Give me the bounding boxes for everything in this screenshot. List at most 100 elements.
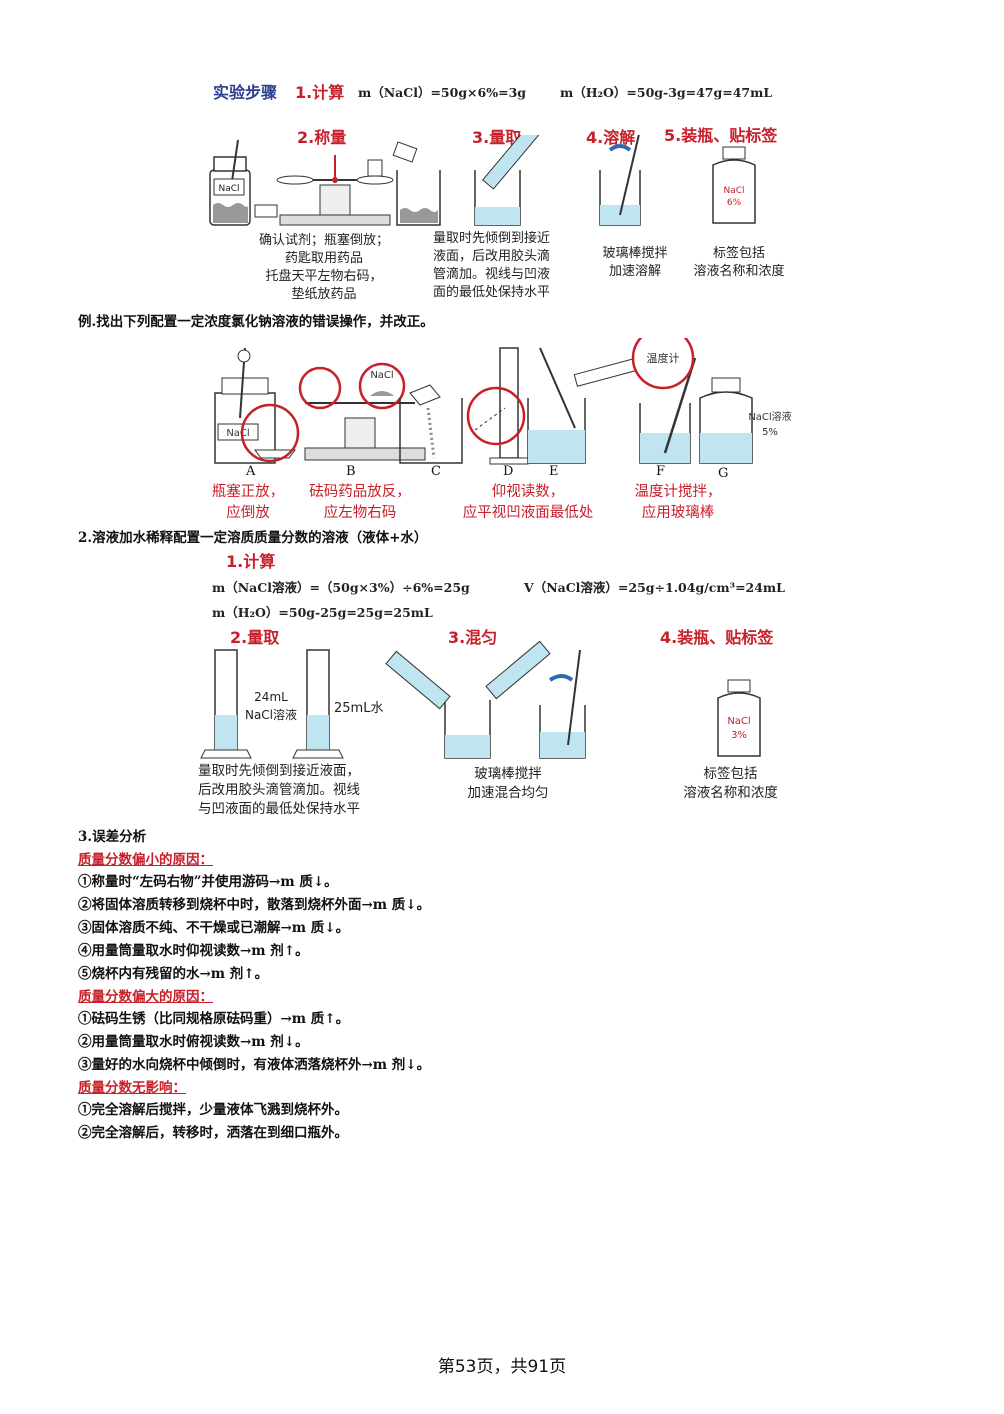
caption-line: 托盘天平左物右码， bbox=[265, 269, 383, 284]
small-item-5: ⑤烧杯内有残留的水→m 剂↑。 bbox=[78, 966, 269, 982]
small-item-2: ②将固体溶质转移到烧杯中时，散落到烧杯外面→m 质↓。 bbox=[78, 897, 431, 913]
fix-line: 应左物右码 bbox=[323, 505, 397, 521]
figure-g-pct: 5% bbox=[762, 427, 778, 438]
bottle-label-name: NaCl bbox=[723, 186, 744, 196]
caption-line: 标签包括 bbox=[703, 766, 758, 782]
weigh-caption: 确认试剂；瓶塞倒放； 药匙取用药品 托盘天平左物右码， 垫纸放药品 bbox=[250, 232, 398, 304]
none-item-2: ②完全溶解后，转移时，洒落在到细口瓶外。 bbox=[78, 1125, 348, 1141]
cylinder-1-icon bbox=[200, 649, 252, 759]
example-illustration: NaCl NaCl 温度计 bbox=[214, 338, 792, 465]
cylinder-1-label: 24mL NaCl溶液 bbox=[238, 688, 304, 724]
caption-line: 溶液名称和浓度 bbox=[683, 785, 778, 801]
label-line: NaCl溶液 bbox=[244, 708, 298, 722]
step-calc: 1.计算 bbox=[295, 83, 345, 102]
caption-line: 面的最低处保持水平 bbox=[433, 285, 551, 300]
section3-title: 3.误差分析 bbox=[78, 829, 147, 845]
caption-line: 量取时先倾倒到接近 bbox=[433, 231, 551, 246]
equation-nacl: m（NaCl）=50g×6%=3g bbox=[358, 85, 527, 100]
mix-icon bbox=[385, 640, 586, 759]
section2-bottle: 4.装瓶、贴标签 bbox=[660, 628, 774, 647]
step-weigh: 2.称量 bbox=[297, 128, 347, 147]
fix-line: 温度计搅拌， bbox=[634, 484, 722, 500]
figure-a-label: NaCl bbox=[226, 428, 249, 439]
caption-line: 量取时先倾倒到接近液面， bbox=[198, 763, 360, 779]
caption-line: 加速溶解 bbox=[608, 264, 661, 279]
equation-h2o: m（H₂O）=50g-3g=47g=47mL bbox=[560, 85, 773, 100]
section2-measure: 2.量取 bbox=[230, 628, 280, 647]
bottle-icon: NaCl 6% bbox=[712, 146, 756, 224]
cylinder-2-label: 25mL水 bbox=[334, 701, 384, 716]
letter-a: A bbox=[246, 464, 256, 479]
caption-line: 后改用胶头滴管滴加。视线 bbox=[198, 782, 360, 798]
bottle-3pct-pct: 3% bbox=[731, 730, 747, 741]
measure-caption: 量取时先倾倒到接近 液面，后改用胶头滴 管滴加。视线与凹液 面的最低处保持水平 bbox=[433, 230, 550, 302]
figure-g-label: NaCl溶液 bbox=[748, 410, 791, 423]
fix-d: 仰视读数， 应平视凹液面最低处 bbox=[448, 482, 608, 524]
dissolve-icon bbox=[599, 135, 641, 226]
section2-mix-caption: 玻璃棒搅拌 加速混合均匀 bbox=[448, 765, 568, 803]
figure-d-icon bbox=[466, 347, 529, 465]
reagent-label: NaCl bbox=[218, 184, 239, 194]
section2-eq2: V（NaCl溶液）=25g÷1.04g/cm³=24mL bbox=[524, 580, 785, 595]
fix-line: 应平视凹液面最低处 bbox=[462, 505, 594, 521]
caption-line: 管滴加。视线与凹液 bbox=[433, 267, 551, 282]
figure-b-label: NaCl bbox=[370, 370, 393, 381]
bottle-3pct-name: NaCl bbox=[727, 716, 750, 727]
small-item-3: ③固体溶质不纯、不干燥或已潮解→m 质↓。 bbox=[78, 920, 350, 936]
dissolve-caption: 玻璃棒搅拌 加速溶解 bbox=[590, 245, 680, 281]
fix-f: 温度计搅拌， 应用玻璃棒 bbox=[618, 482, 738, 524]
none-title: 质量分数无影响： bbox=[78, 1080, 186, 1096]
small-item-1: ①称量时“左码右物”并使用游码→m 质↓。 bbox=[78, 874, 338, 890]
figure-e-icon bbox=[527, 347, 636, 464]
section2-eq3: m（H₂O）=50g-25g=25g=25mL bbox=[212, 605, 433, 620]
large-item-3: ③量好的水向烧杯中倾倒时，有液体洒落烧杯外→m 剂↓。 bbox=[78, 1057, 431, 1073]
figure-f-icon: 温度计 bbox=[631, 338, 697, 464]
caption-line: 垫纸放药品 bbox=[291, 287, 357, 302]
small-title: 质量分数偏小的原因： bbox=[78, 852, 213, 868]
fix-line: 应倒放 bbox=[226, 505, 270, 521]
figure-a-icon: NaCl bbox=[214, 347, 300, 464]
small-item-4: ④用量筒量取水时仰视读数→m 剂↑。 bbox=[78, 943, 309, 959]
caption-line: 标签包括 bbox=[712, 246, 765, 261]
step-bottle: 5.装瓶、贴标签 bbox=[664, 126, 778, 145]
step-dissolve: 4.溶解 bbox=[586, 128, 636, 147]
none-item-1: ①完全溶解后搅拌，少量液体飞溅到烧杯外。 bbox=[78, 1102, 348, 1118]
section2-title: 2.溶液加水稀释配置一定溶质质量分数的溶液（液体+水） bbox=[78, 530, 428, 546]
bottle-label-pct: 6% bbox=[727, 198, 742, 208]
section2-calc: 1.计算 bbox=[226, 552, 276, 571]
step-measure: 3.量取 bbox=[472, 128, 522, 147]
large-title: 质量分数偏大的原因： bbox=[78, 989, 213, 1005]
section1-title: 实验步骤 bbox=[213, 83, 278, 102]
caption-line: 加速混合均匀 bbox=[467, 785, 549, 801]
fix-line: 应用玻璃棒 bbox=[641, 505, 715, 521]
caption-line: 确认试剂；瓶塞倒放； bbox=[258, 233, 389, 248]
section2-mix: 3.混匀 bbox=[448, 628, 498, 647]
example-title: 例.找出下列配置一定浓度氯化钠溶液的错误操作，并改正。 bbox=[78, 314, 434, 330]
fix-line: 瓶塞正放， bbox=[211, 484, 285, 500]
letter-e: E bbox=[549, 464, 559, 479]
large-item-2: ②用量筒量取水时俯视读数→m 剂↓。 bbox=[78, 1034, 309, 1050]
caption-line: 溶液名称和浓度 bbox=[693, 264, 785, 279]
measure-icon bbox=[474, 135, 552, 226]
caption-line: 与凹液面的最低处保持水平 bbox=[198, 801, 360, 817]
caption-line: 液面，后改用胶头滴 bbox=[433, 249, 551, 264]
letter-c: C bbox=[431, 464, 441, 479]
section2-illustration: NaCl 3% bbox=[200, 640, 761, 759]
label-line: 24mL bbox=[254, 690, 288, 704]
figure-g-icon: NaCl溶液 5% bbox=[699, 377, 792, 464]
section2-bottle-caption: 标签包括 溶液名称和浓度 bbox=[668, 765, 793, 803]
fix-b: 砝码药品放反， 应左物右码 bbox=[295, 482, 425, 524]
bottle-3pct-icon: NaCl 3% bbox=[717, 679, 761, 757]
bottle-caption: 标签包括 溶液名称和浓度 bbox=[680, 245, 798, 281]
section2-eq1: m（NaCl溶液）=（50g×3%）÷6%=25g bbox=[212, 580, 470, 595]
section2-measure-caption: 量取时先倾倒到接近液面， 后改用胶头滴管滴加。视线 与凹液面的最低处保持水平 bbox=[198, 762, 360, 819]
section1-illustration: NaCl NaCl 6% bbox=[209, 135, 756, 226]
caption-line: 玻璃棒搅拌 bbox=[474, 766, 542, 782]
fix-line: 仰视读数， bbox=[491, 484, 565, 500]
pouring-icon bbox=[392, 141, 441, 226]
figure-f-label: 温度计 bbox=[647, 351, 680, 365]
large-item-1: ①砝码生锈（比同规格原砝码重）→m 质↑。 bbox=[78, 1011, 350, 1027]
letter-f: F bbox=[656, 464, 666, 479]
fix-line: 砝码药品放反， bbox=[309, 484, 411, 500]
